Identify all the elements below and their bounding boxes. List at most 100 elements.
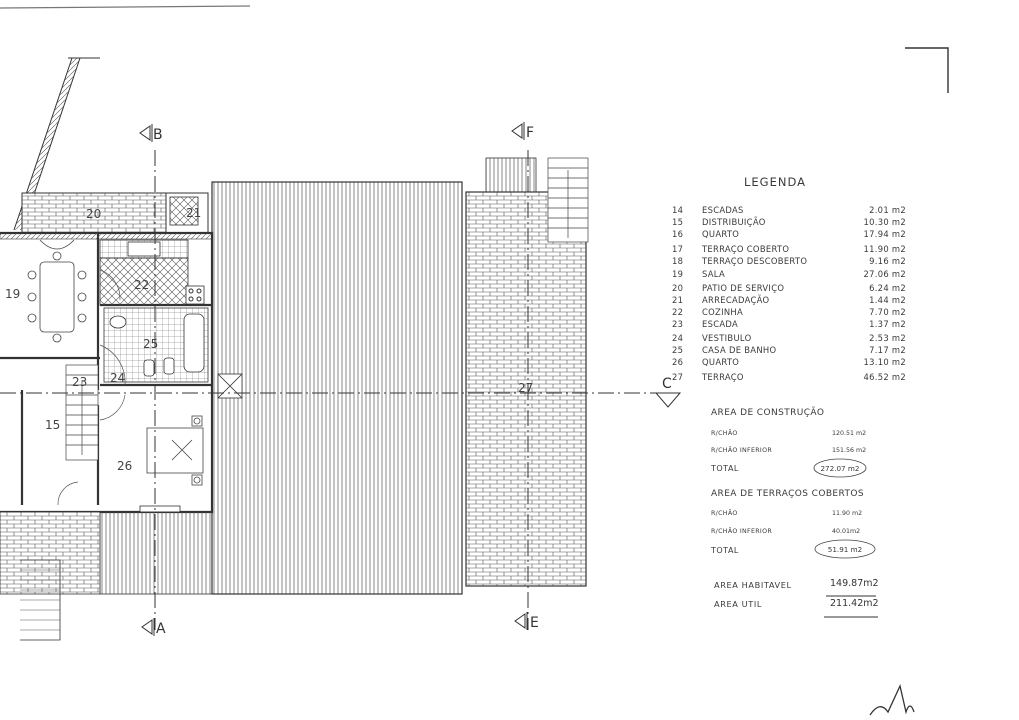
area-util-value: 211.42m2 <box>830 598 879 609</box>
room-label-27: 27 <box>518 381 533 395</box>
roof-hatched <box>211 181 463 595</box>
room-label-24: 24 <box>110 371 125 385</box>
terraces-inferior-label: R/CHÃO INFERIOR <box>711 528 773 535</box>
legend-area: 11.90 m2 <box>863 244 906 254</box>
summary-underlines <box>824 595 878 618</box>
legend-row: 25 CASA DE BANHO 7.17 m2 <box>672 345 906 357</box>
legend-area: 17.94 m2 <box>863 229 906 239</box>
legend-area: 27.06 m2 <box>863 269 906 279</box>
legend-name: SALA <box>702 269 725 279</box>
legend-number: 24 <box>672 333 684 343</box>
area-habitavel-label: AREA HABITAVEL <box>714 580 792 590</box>
room-label-19: 19 <box>5 287 20 301</box>
legend-area: 1.37 m2 <box>869 319 906 329</box>
legend-number: 25 <box>672 345 684 355</box>
terraces-total-value: 51.91 m2 <box>827 545 863 554</box>
room-label-21: 21 <box>186 206 201 220</box>
terraces-rchao-value: 11.90 m2 <box>832 510 863 517</box>
legend-name: COZINHA <box>702 307 744 317</box>
terrace-strip <box>99 511 213 595</box>
section-label-e: E <box>530 615 539 631</box>
legend-name: VESTIBULO <box>702 333 752 343</box>
terraces-total-label: TOTAL <box>711 546 739 555</box>
legend-row: 23 ESCADA 1.37 m2 <box>672 319 906 331</box>
legend-number: 26 <box>672 357 684 367</box>
legend-row: 15 DISTRIBUIÇÃO 10.30 m2 <box>672 217 906 229</box>
legend-area: 2.53 m2 <box>869 333 906 343</box>
legend-name: TERRAÇO COBERTO <box>702 244 790 254</box>
construction-total-value: 272.07 m2 <box>820 464 860 473</box>
legend-area: 46.52 m2 <box>863 372 906 382</box>
legend-area: 7.70 m2 <box>869 307 906 317</box>
room-label-20: 20 <box>86 207 101 221</box>
legend-row: 21 ARRECADAÇÃO 1.44 m2 <box>672 295 906 307</box>
scan-line <box>0 5 251 9</box>
construction-total-label: TOTAL <box>711 464 739 473</box>
legend-row: 14 ESCADAS 2.01 m2 <box>672 205 906 217</box>
legend-area: 10.30 m2 <box>863 217 906 227</box>
legend-number: 14 <box>672 205 684 215</box>
room-label-22: 22 <box>134 278 149 292</box>
room-label-25: 25 <box>143 337 158 351</box>
section-label-a: A <box>156 621 166 637</box>
construction-heading: AREA DE CONSTRUÇÃO <box>711 408 825 418</box>
legend-name: ARRECADAÇÃO <box>702 295 770 305</box>
legend-number: 23 <box>672 319 684 329</box>
legend-name: QUARTO <box>702 229 740 239</box>
legend-row: 26 QUARTO 13.10 m2 <box>672 357 906 369</box>
total-construction-circle <box>813 458 867 478</box>
legend-row: 18 TERRAÇO DESCOBERTO 9.16 m2 <box>672 256 906 268</box>
room-27-terrace <box>465 191 587 587</box>
legend-number: 22 <box>672 307 684 317</box>
legend-number: 19 <box>672 269 684 279</box>
room-label-15: 15 <box>45 418 60 432</box>
construction-rchao-label: R/CHÃO <box>711 430 738 437</box>
legend-row: 27 TERRAÇO 46.52 m2 <box>672 372 906 384</box>
area-habitavel-value: 149.87m2 <box>830 578 879 589</box>
section-lines <box>0 150 668 630</box>
terraces-rchao-label: R/CHÃO <box>711 510 738 517</box>
legend-name: DISTRIBUIÇÃO <box>702 217 766 227</box>
section-label-b: B <box>153 127 163 143</box>
legend-number: 18 <box>672 256 684 266</box>
room-label-23: 23 <box>72 375 87 389</box>
legend-row: 22 COZINHA 7.70 m2 <box>672 307 906 319</box>
legend-area: 1.44 m2 <box>869 295 906 305</box>
legend-number: 27 <box>672 372 684 382</box>
terraces-inferior-value: 40.01m2 <box>832 528 861 535</box>
dining-table <box>27 239 87 343</box>
legend-name: PATIO DE SERVIÇO <box>702 283 785 293</box>
legend-number: 21 <box>672 295 684 305</box>
legend-area: 7.17 m2 <box>869 345 906 355</box>
legend-number: 15 <box>672 217 684 227</box>
legend-name: ESCADA <box>702 319 739 329</box>
construction-inferior-value: 151.56 m2 <box>832 447 867 454</box>
signature <box>869 684 915 716</box>
legend-row: 16 QUARTO 17.94 m2 <box>672 229 906 241</box>
legend-row: 24 VESTIBULO 2.53 m2 <box>672 333 906 345</box>
legend-area: 13.10 m2 <box>863 357 906 367</box>
legend-name: TERRAÇO <box>702 372 744 382</box>
total-terraces-circle <box>814 539 876 559</box>
legend-row: 19 SALA 27.06 m2 <box>672 269 906 281</box>
legend-name: QUARTO <box>702 357 740 367</box>
legend-name: TERRAÇO DESCOBERTO <box>702 256 808 266</box>
section-label-c: C <box>662 376 672 392</box>
terraces-heading: AREA DE TERRAÇOS COBERTOS <box>711 489 864 499</box>
legend-number: 16 <box>672 229 684 239</box>
construction-inferior-label: R/CHÃO INFERIOR <box>711 447 773 454</box>
construction-rchao-value: 120.51 m2 <box>832 430 867 437</box>
legend-number: 20 <box>672 283 684 293</box>
legend-area: 2.01 m2 <box>869 205 906 215</box>
corner-mark <box>905 47 949 93</box>
legend-name: ESCADAS <box>702 205 744 215</box>
legend-name: CASA DE BANHO <box>702 345 777 355</box>
legend-area: 9.16 m2 <box>869 256 906 266</box>
room-label-26: 26 <box>117 459 132 473</box>
legend-row: 17 TERRAÇO COBERTO 11.90 m2 <box>672 244 906 256</box>
legend-number: 17 <box>672 244 684 254</box>
bed <box>146 415 204 486</box>
section-label-f: F <box>526 125 534 141</box>
